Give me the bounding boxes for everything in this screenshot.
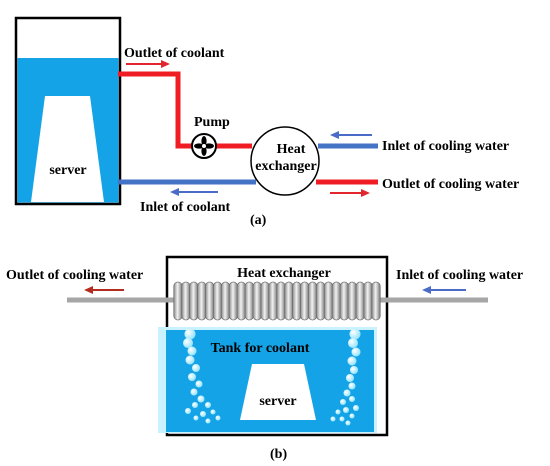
- outlet-cooling-water-label-a: Outlet of cooling water: [382, 177, 519, 192]
- bubbles-right: [330, 328, 361, 426]
- pump-label: Pump: [194, 115, 230, 130]
- coil-loop: [355, 281, 365, 321]
- coil-loop: [189, 281, 199, 321]
- coil-loop: [339, 281, 349, 321]
- heat-exchanger-coil: [173, 281, 381, 321]
- coil-loop: [212, 281, 223, 321]
- coil-loop: [252, 281, 262, 321]
- coil-loop: [363, 281, 373, 321]
- coil-loop: [371, 281, 381, 321]
- outlet-coolant-pipe: [118, 71, 192, 149]
- inlet-coolant-label: Inlet of coolant: [140, 200, 231, 215]
- outlet-coolant-arrow: [126, 60, 170, 68]
- inlet-cooling-water-arrow-b: [422, 286, 466, 294]
- coil-loop: [315, 281, 326, 321]
- coil-loop: [228, 281, 238, 321]
- inlet-cooling-water-label-a: Inlet of cooling water: [382, 139, 509, 154]
- tank-label: Tank for coolant: [211, 341, 310, 356]
- outlet-cooling-water-label-b: Outlet of cooling water: [6, 268, 143, 283]
- coil-loop: [260, 281, 270, 321]
- outlet-cooling-water-arrow-b: [84, 286, 124, 294]
- coil-loop: [347, 281, 357, 321]
- coil-loop: [307, 281, 318, 321]
- heat-exchanger-a: [250, 126, 320, 196]
- coil-loop: [331, 281, 342, 321]
- bubbles-left: [183, 328, 221, 424]
- coil-loop: [323, 281, 334, 321]
- diagram-b: server Tank for coolant: [6, 255, 523, 462]
- outlet-cooling-water-arrow: [330, 189, 370, 197]
- coil-loop: [292, 281, 302, 321]
- server-block-b: [240, 364, 316, 420]
- caption-a: (a): [250, 213, 267, 228]
- pump: [191, 133, 217, 159]
- coil-loop: [205, 281, 215, 321]
- heat-exchanger-label-line1: Heat: [277, 142, 306, 157]
- coil-loop: [276, 281, 286, 321]
- inlet-cooling-water-arrow: [330, 131, 372, 139]
- diagram-a: server Outlet of coolant Inlet of coolan…: [14, 16, 519, 228]
- coil-loop: [300, 281, 310, 321]
- heat-exchanger-label-line2: exchanger: [255, 159, 316, 174]
- coil-loop: [284, 281, 294, 321]
- coil-loop: [197, 281, 207, 321]
- inlet-cooling-water-label-b: Inlet of cooling water: [396, 268, 523, 283]
- coil-loop: [244, 281, 254, 321]
- coil-loop: [220, 281, 231, 321]
- outlet-coolant-label: Outlet of coolant: [124, 46, 225, 61]
- coil-loop: [181, 281, 191, 321]
- coil-loop: [173, 281, 183, 321]
- heat-exchanger-label-b: Heat exchanger: [237, 266, 331, 281]
- server-block-a: [31, 96, 104, 202]
- inlet-coolant-arrow: [170, 188, 218, 196]
- coil-loop: [268, 281, 278, 321]
- caption-b: (b): [270, 447, 287, 462]
- coil-loop: [236, 281, 246, 321]
- server-label-b: server: [259, 394, 296, 409]
- server-label-a: server: [49, 163, 86, 178]
